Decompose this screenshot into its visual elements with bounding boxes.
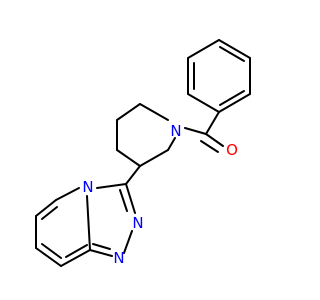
triazole-bond-n1-c8a xyxy=(89,249,113,257)
carbonyl-double-bond-a xyxy=(205,133,224,147)
piperidine-bond-1 xyxy=(139,103,169,121)
carbonyl-double-bond-b xyxy=(200,140,219,153)
ring-link-bond xyxy=(125,165,141,185)
triazole-nitrogen-2-label: N xyxy=(132,214,143,232)
structure-canvas: N O N N N xyxy=(35,39,251,267)
triazole-bridgehead-nitrogen-label: N xyxy=(82,178,93,196)
piperidine-nitrogen-label: N xyxy=(170,122,181,140)
triazole-double-n1-c8a xyxy=(92,243,111,250)
triazole-double-c3-n2 xyxy=(119,189,128,212)
benzene-bond-1 xyxy=(218,39,251,59)
pyridine-double-4 xyxy=(41,243,62,259)
pyridine-bond-1 xyxy=(55,187,80,201)
bonds xyxy=(35,39,251,267)
pyridine-bond-4 xyxy=(35,247,62,267)
carbonyl-oxygen-label: O xyxy=(226,141,238,159)
pyridine-double-5 xyxy=(65,244,88,258)
amide-bond xyxy=(184,127,207,135)
piperidine-bond-6 xyxy=(167,137,176,151)
piperidine-bond-2 xyxy=(116,103,141,121)
benzene-double-1 xyxy=(219,46,245,62)
triazole-bond-c3-n2 xyxy=(125,183,136,214)
triazole-nitrogen-3-label: N xyxy=(113,249,124,267)
piperidine-bond-5 xyxy=(139,149,169,167)
triazole-bond-n2-n1 xyxy=(123,230,133,254)
benzene-bond-4 xyxy=(187,93,220,113)
piperidine-bond-4 xyxy=(116,149,141,167)
pyridine-double-2 xyxy=(41,206,58,220)
atom-labels: N O N N N xyxy=(82,122,238,267)
triazole-bond-c8a-n4 xyxy=(86,195,91,251)
triazole-bond-n4-c3 xyxy=(96,183,127,189)
molecule-drawing: N O N N N xyxy=(35,39,251,267)
benzene-double-2 xyxy=(219,90,245,106)
aryl-carbonyl-bond xyxy=(205,111,220,135)
benzene-bond-3 xyxy=(218,93,251,113)
pyridine-bond-5 xyxy=(60,249,91,267)
benzene-bond-6 xyxy=(187,39,220,59)
pyridine-bond-2 xyxy=(35,199,57,217)
